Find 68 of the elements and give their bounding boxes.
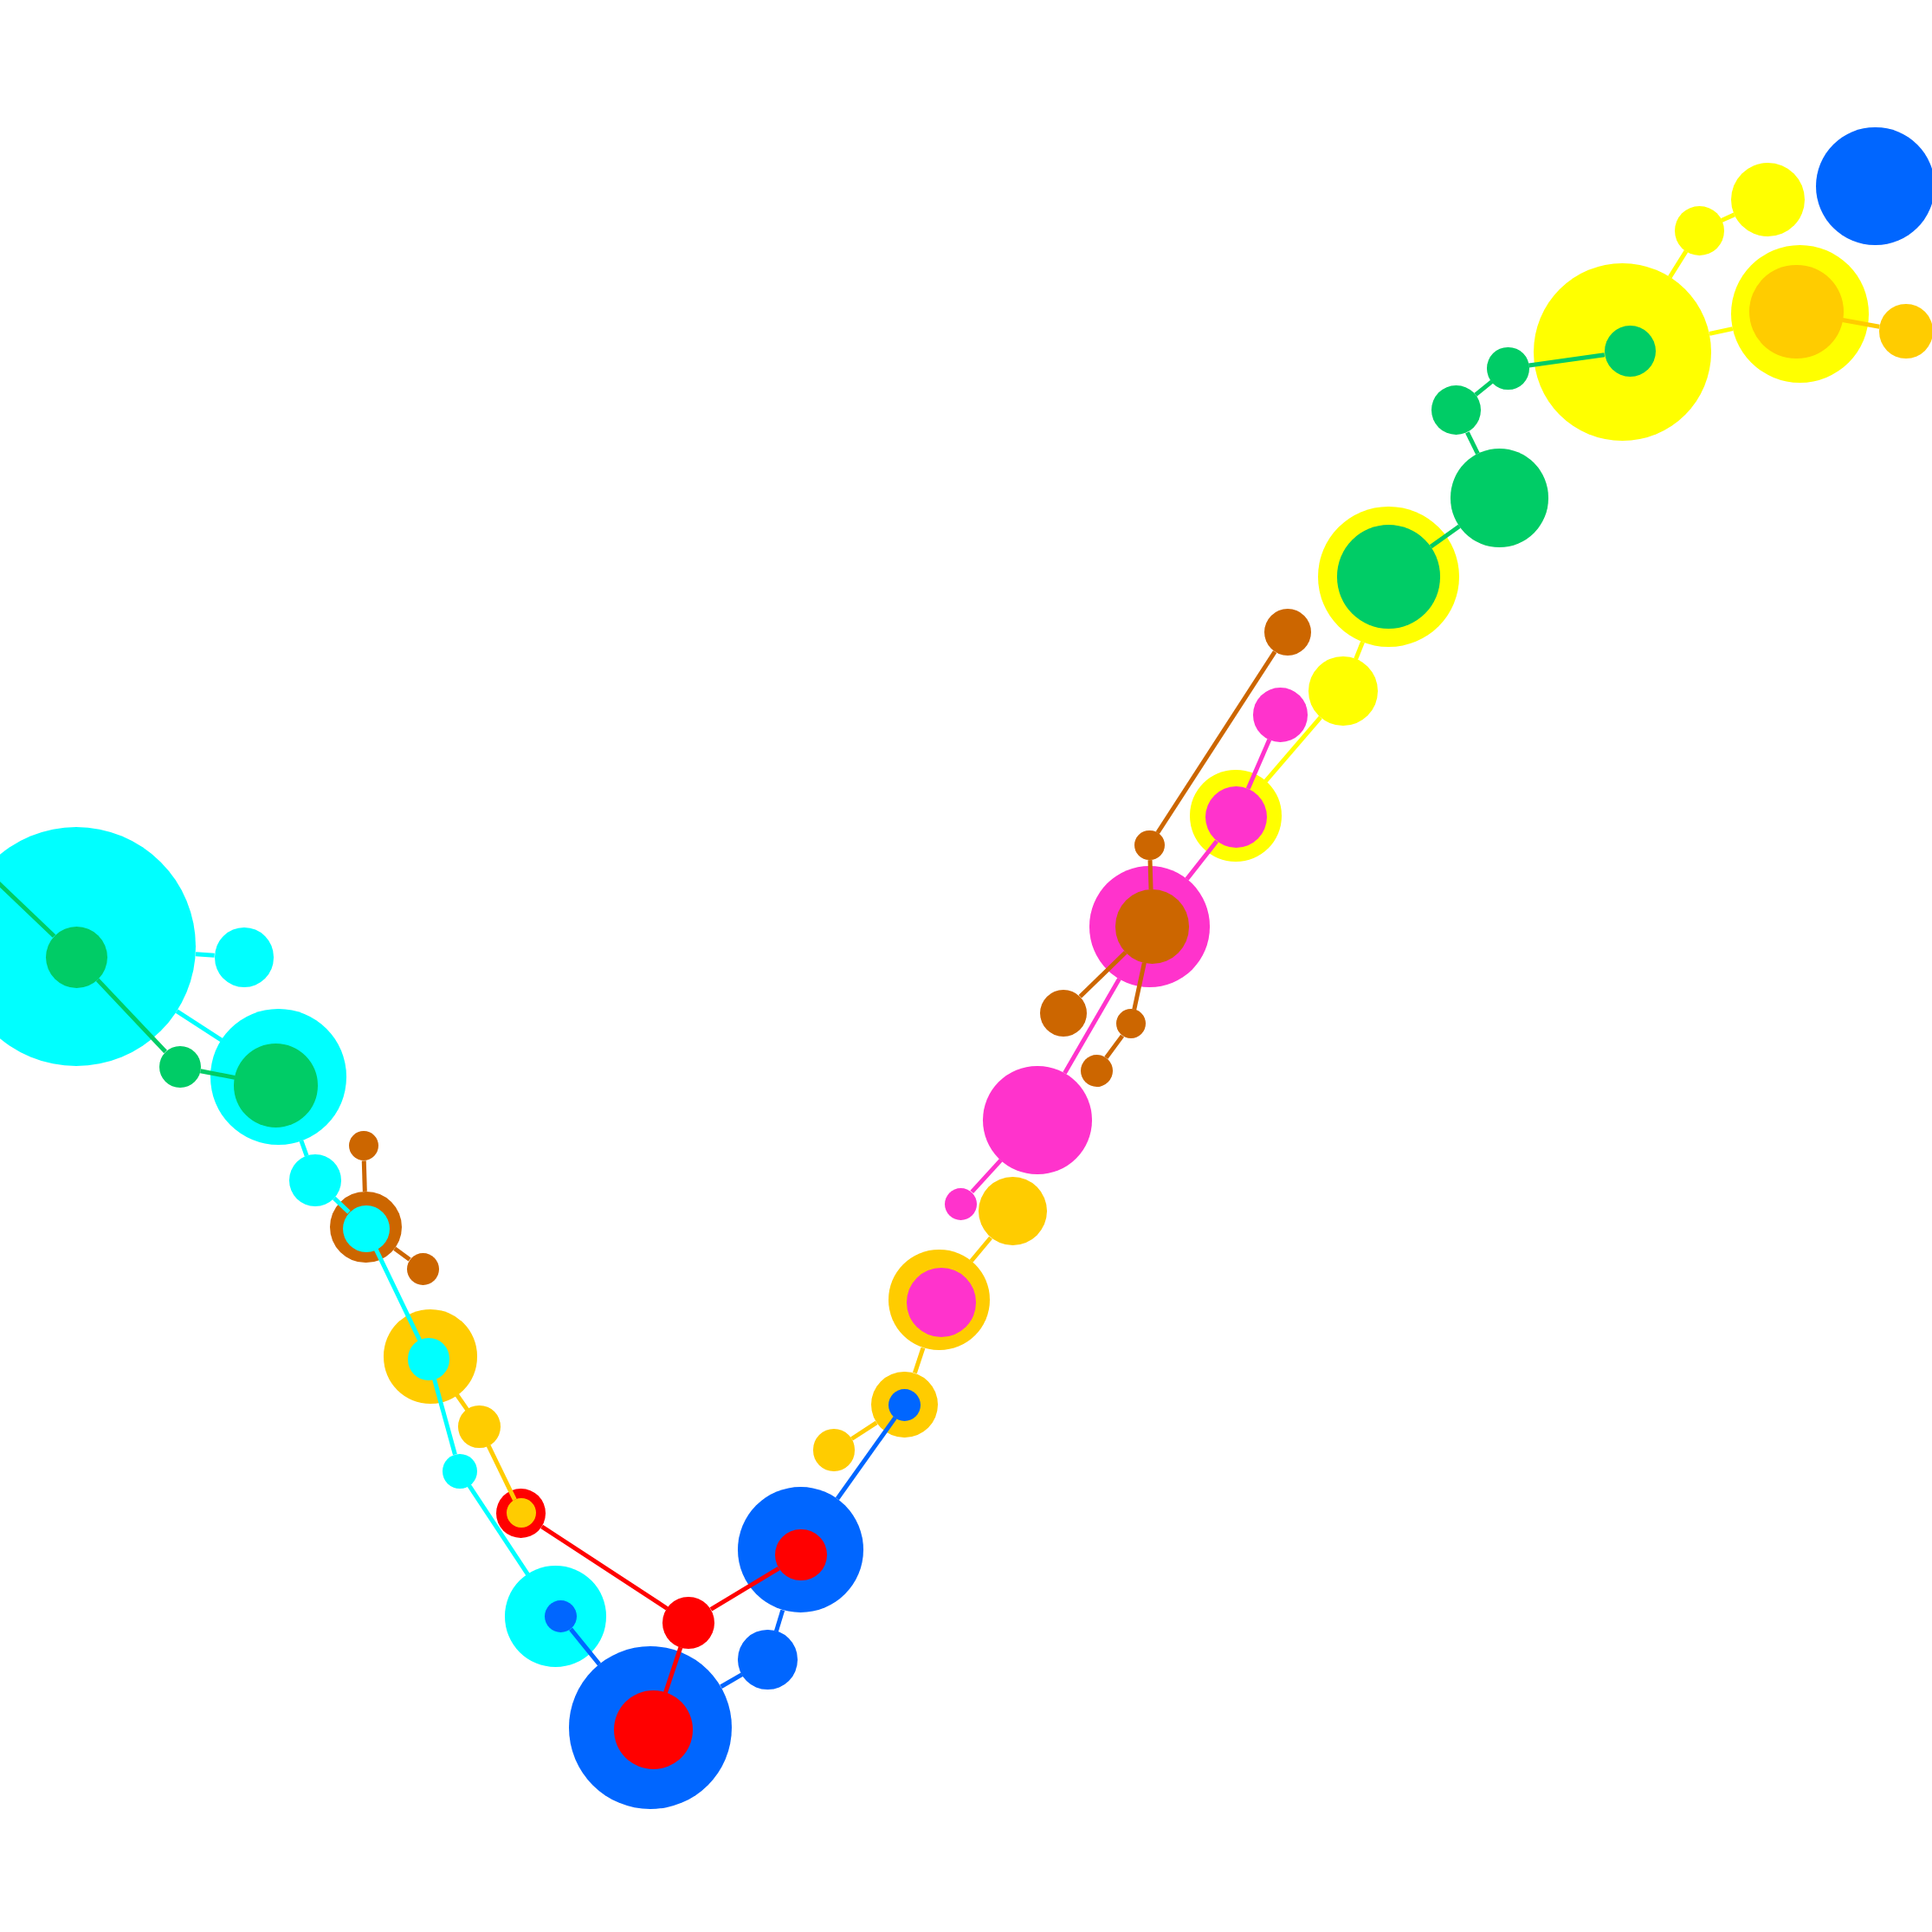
connector-line: [361, 1160, 367, 1192]
connector-line: [299, 1140, 309, 1157]
circle-node: [1336, 525, 1441, 629]
connector-line: [913, 1347, 926, 1374]
connector-line: [835, 1416, 897, 1501]
circle-node: [1134, 830, 1165, 861]
connector-line: [486, 1444, 517, 1501]
connector-line: [1245, 738, 1272, 790]
circle-node: [342, 1205, 390, 1252]
connector-line: [709, 1566, 780, 1612]
connector-line: [569, 1627, 602, 1666]
circle-node: [1039, 989, 1087, 1037]
connector-line: [1147, 860, 1153, 890]
circle-node: [289, 1154, 342, 1206]
circle-node: [1487, 347, 1529, 390]
circle-node: [407, 1338, 450, 1380]
connector-line: [1709, 326, 1734, 336]
circle-node: [458, 1405, 501, 1448]
circle-node: [1431, 385, 1482, 436]
connector-line: [1668, 249, 1689, 279]
connector-line: [1078, 950, 1128, 998]
circle-node: [1116, 1009, 1147, 1039]
circle-node: [1190, 770, 1282, 862]
connector-line: [850, 1420, 878, 1441]
circle-node: [978, 1176, 1048, 1246]
circle-node: [813, 1429, 856, 1471]
connector-line: [393, 1246, 411, 1262]
connector-line: [773, 1609, 785, 1632]
connector-line: [1263, 715, 1322, 783]
connector-line: [467, 1484, 530, 1576]
circle-node: [945, 1187, 978, 1220]
connector-line: [333, 1196, 351, 1214]
connector-line: [663, 1646, 683, 1694]
connector-line: [432, 1379, 457, 1456]
connector-line: [1528, 352, 1606, 368]
connector-line: [969, 1236, 992, 1263]
circle-node: [662, 1597, 715, 1649]
connector-line: [1354, 641, 1365, 661]
circle-node: [544, 1600, 577, 1633]
connector-line: [374, 1248, 422, 1341]
connector-line: [1185, 839, 1219, 881]
connector-line: [1474, 379, 1494, 397]
connector-line: [1104, 1034, 1125, 1060]
connector-line: [1063, 978, 1121, 1075]
circle-node: [348, 1131, 378, 1161]
circle-node: [45, 926, 107, 989]
connector-line: [195, 952, 215, 958]
connector-line: [1429, 524, 1461, 549]
circle-node: [506, 1498, 536, 1528]
circle-node: [442, 1453, 477, 1489]
connector-line: [1721, 212, 1735, 223]
connector-line: [720, 1672, 744, 1689]
connector-line: [970, 1158, 1003, 1194]
connector-line: [1465, 431, 1480, 455]
connector-line: [200, 1069, 236, 1080]
circle-node: [406, 1253, 439, 1285]
connector-line: [1842, 318, 1880, 329]
circle-node: [1080, 1054, 1113, 1087]
circle-node: [888, 1388, 921, 1421]
circle-node: [1253, 687, 1308, 742]
connector-line: [175, 1009, 223, 1043]
connector-line: [1155, 650, 1277, 835]
circle-node: [496, 1488, 546, 1538]
connector-line: [95, 978, 167, 1054]
circle-node: [158, 1045, 201, 1089]
connector-line: [1132, 962, 1147, 1011]
connector-line: [540, 1524, 669, 1611]
connector-line: [455, 1393, 469, 1412]
